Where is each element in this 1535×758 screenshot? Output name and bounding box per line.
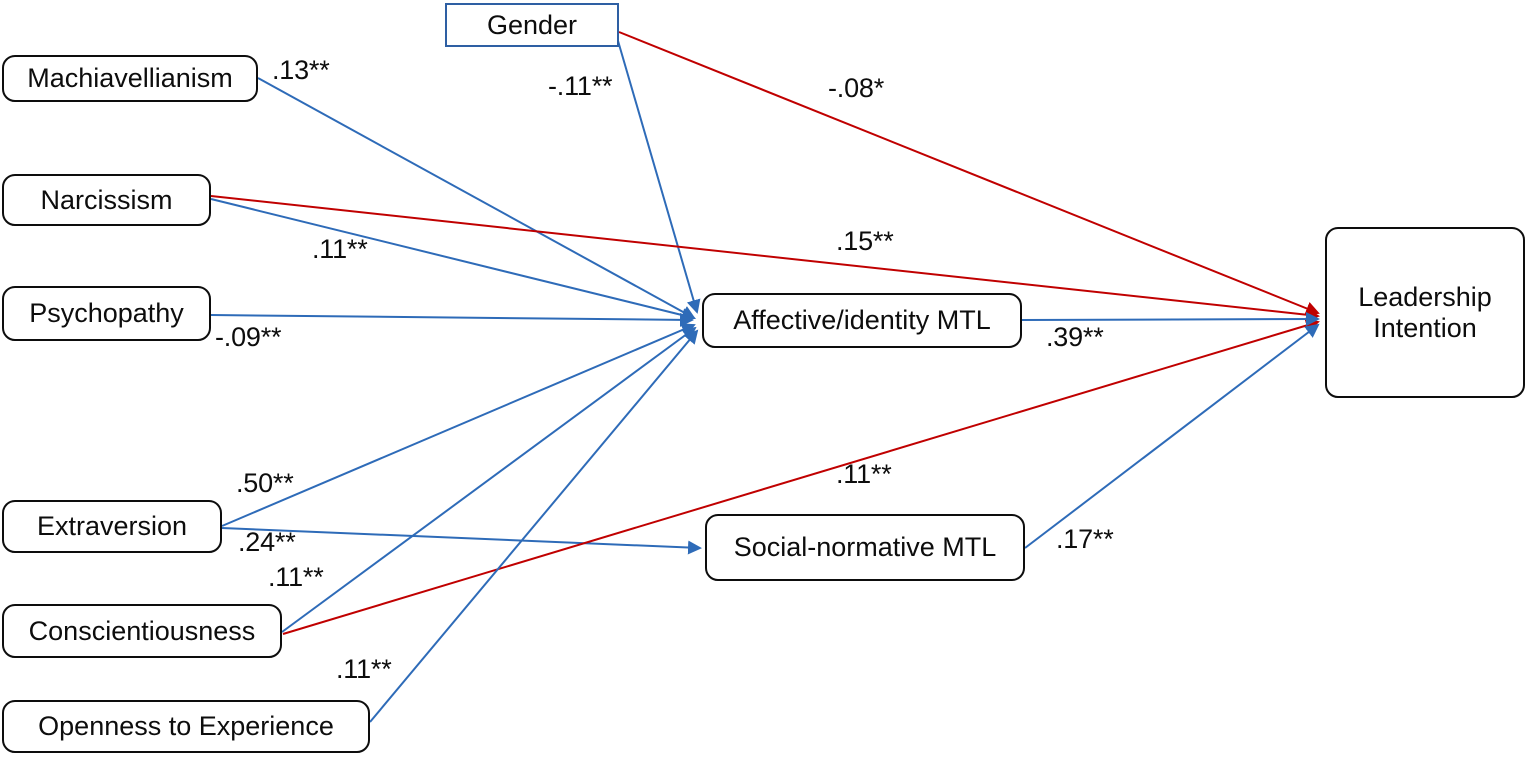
path-edge-conscientiousness-to-affective [281,326,697,633]
edge-coefficient-label-gender-affective: -.11** [548,71,613,101]
path-edge-gender-to-leadership [618,31,1320,316]
node-label-narcissism: Narcissism [40,184,173,215]
node-label-machiavellianism: Machiavellianism [27,63,233,94]
edge-coefficient-label-openness: .11** [336,654,392,684]
edge-coefficient-label-affective-leadership: .39** [1046,322,1104,352]
edges-group [210,31,1320,723]
edge-coefficient-label-gender-leadership: -.08* [828,73,885,103]
node-psychopathy[interactable]: Psychopathy [2,286,211,341]
edge-coefficient-label-narc-leadership: .15** [836,226,894,256]
node-label-social_mtl: Social-normative MTL [733,532,997,563]
node-label-affective_mtl: Affective/identity MTL [733,305,991,336]
path-edge-narcissism-to-leadership [210,195,1320,322]
edge-coefficient-label-consc-leadership: .11** [836,459,892,489]
path-edge-extraversion-to-social [221,527,702,555]
edge-coefficient-label-consc-affective: .11** [268,562,324,592]
node-narcissism[interactable]: Narcissism [2,174,211,226]
path-edge-psychopathy-to-affective [210,312,694,327]
node-label-psychopathy: Psychopathy [29,298,184,329]
path-edge-openness-to-affective [369,329,699,723]
node-openness[interactable]: Openness to Experience [2,700,370,753]
path-edge-conscientiousness-to-leadership [282,318,1320,635]
node-conscientiousness[interactable]: Conscientiousness [2,604,282,658]
path-edge-narcissism-to-affective [210,198,696,322]
edge-coefficient-label-extra-affective: .50** [236,468,294,498]
node-label-leadership_intention: Leadership Intention [1358,282,1492,343]
node-affective_mtl[interactable]: Affective/identity MTL [702,293,1022,348]
node-social_mtl[interactable]: Social-normative MTL [705,514,1025,581]
node-label-openness: Openness to Experience [38,711,334,742]
edge-coefficient-label-social-leadership: .17** [1056,524,1114,554]
edge-coefficient-label-narc-affective: .11** [312,234,368,264]
path-edge-social-to-leadership [1024,323,1320,549]
node-label-extraversion: Extraversion [36,511,188,542]
edge-coefficient-label-mach: .13** [272,55,330,85]
node-extraversion[interactable]: Extraversion [2,500,222,553]
path-edge-mach-to-affective [257,77,696,319]
node-machiavellianism[interactable]: Machiavellianism [2,55,258,102]
path-edge-extraversion-to-affective [221,323,696,527]
node-gender[interactable]: Gender [445,3,619,47]
edge-coefficient-label-extra-social: .24** [238,527,296,557]
path-edge-affective-to-leadership [1021,312,1320,327]
edge-coefficient-label-psycho: -.09** [215,322,282,352]
node-label-conscientiousness: Conscientiousness [28,615,256,646]
node-leadership_intention[interactable]: Leadership Intention [1325,227,1525,398]
path-edge-gender-to-affective [615,33,701,314]
node-label-gender: Gender [486,9,578,40]
